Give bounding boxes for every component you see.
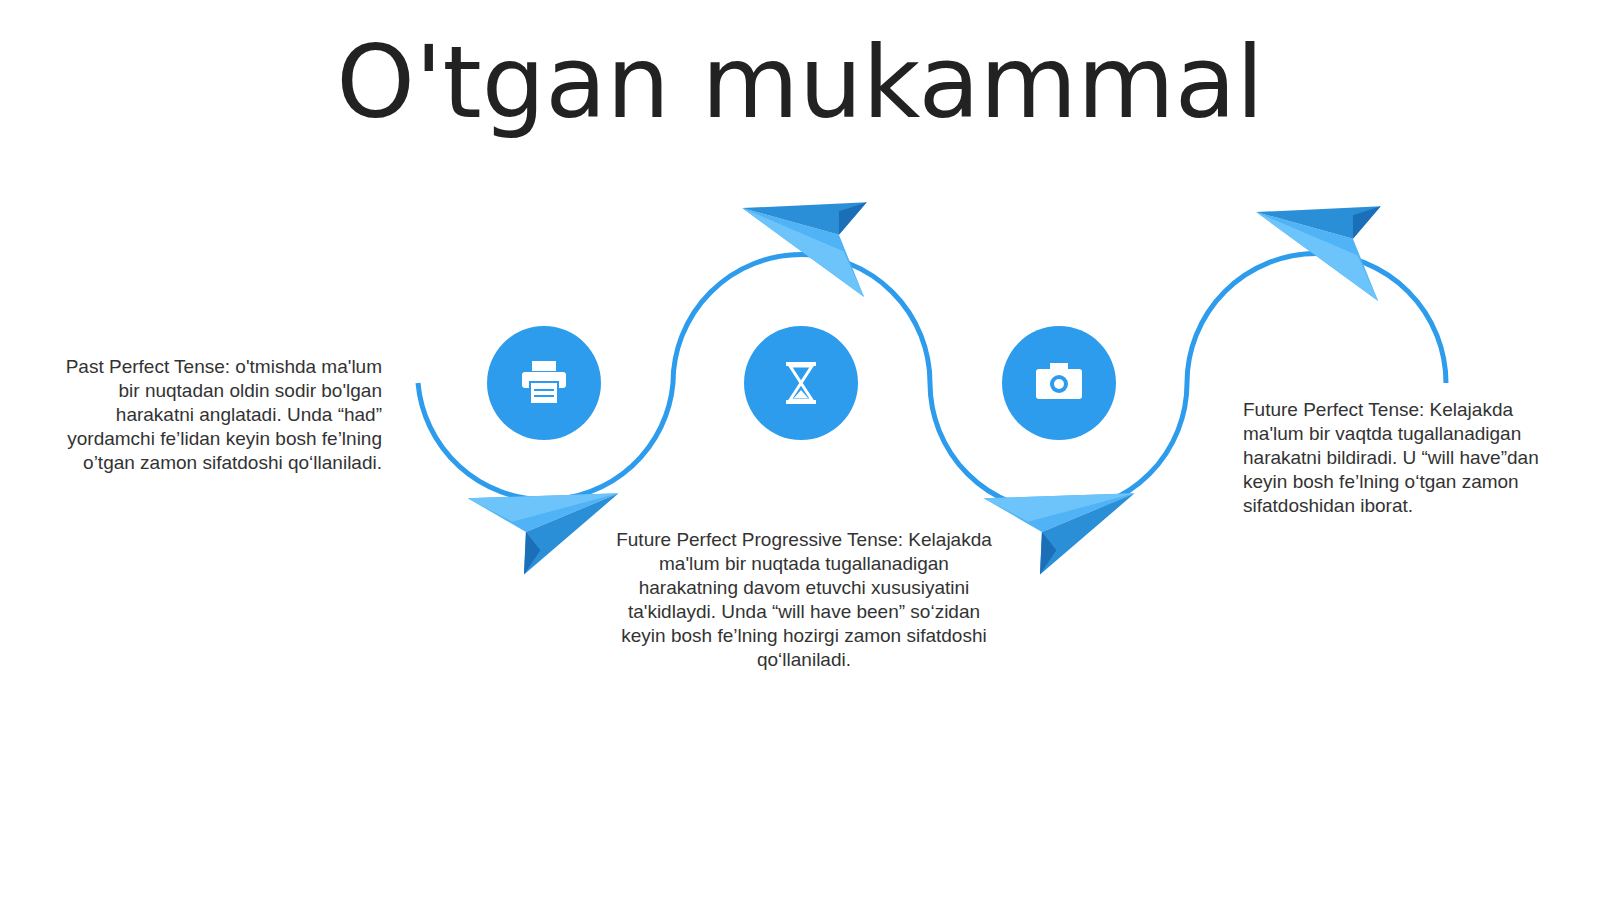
paper-plane: [984, 453, 1150, 583]
paper-plane: [728, 163, 895, 297]
hourglass-icon: [744, 326, 858, 440]
description-text: Future Perfect Progressive Tense: Kelaja…: [614, 528, 994, 672]
description-text: Future Perfect Tense: Kelajakda ma'lum b…: [1243, 398, 1573, 518]
camera-icon: [1002, 326, 1116, 440]
description-text: Past Perfect Tense: o'tmishda ma'lum bir…: [58, 355, 382, 475]
slide-title: O'tgan mukammal: [0, 28, 1600, 138]
printer-icon: [487, 326, 601, 440]
paper-plane: [468, 453, 634, 583]
paper-plane: [1242, 167, 1409, 301]
